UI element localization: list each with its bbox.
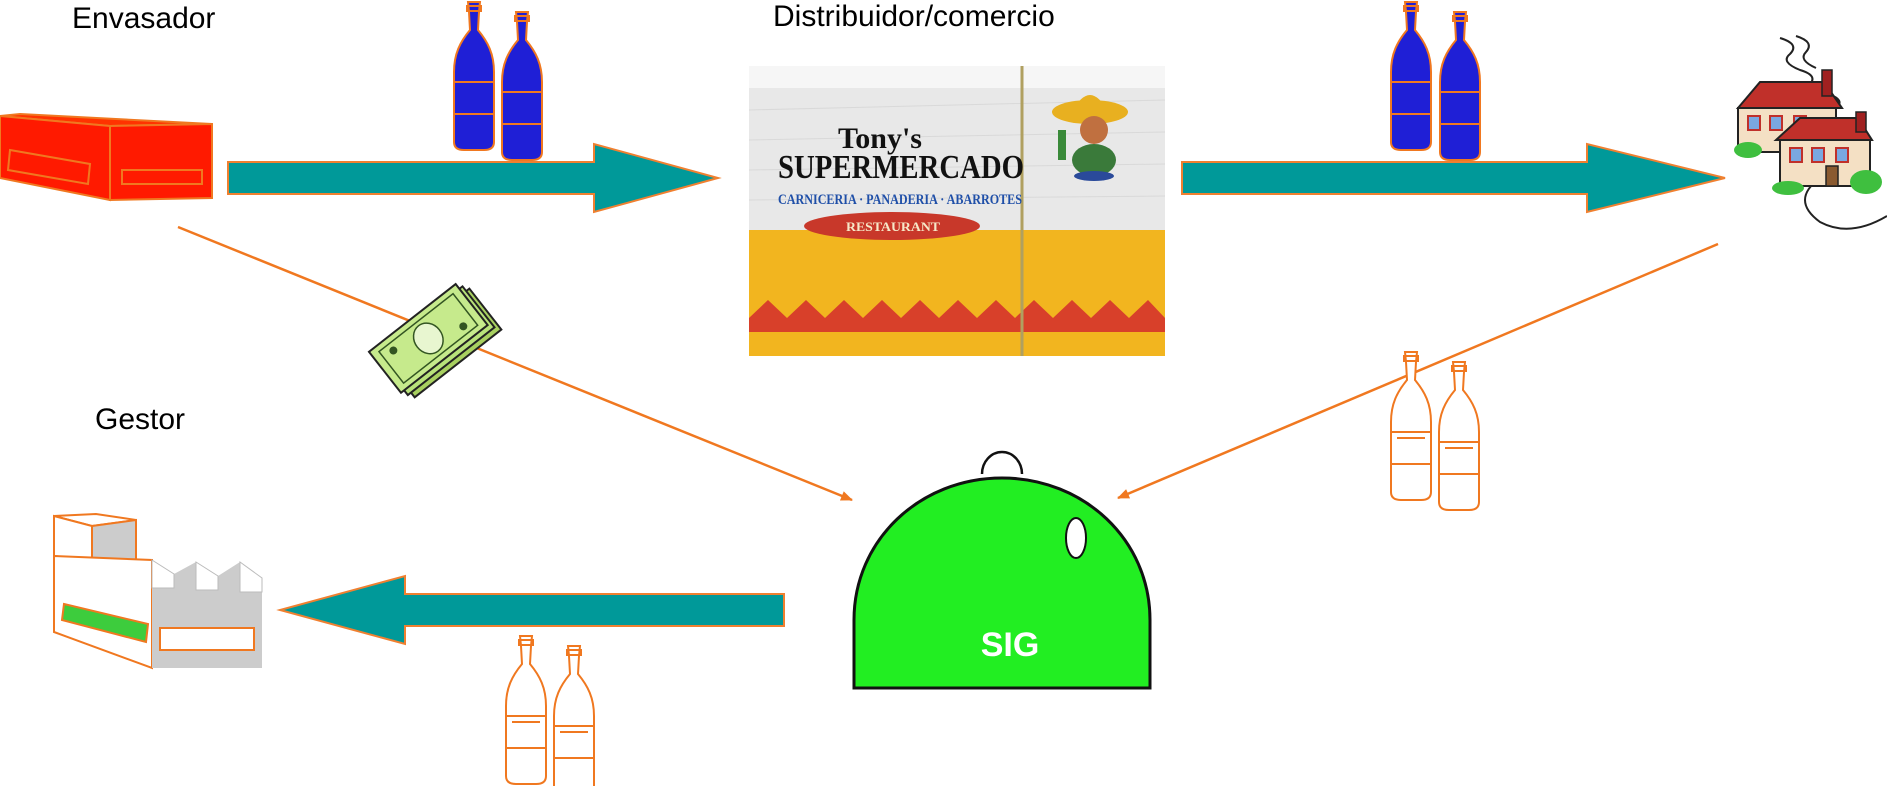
money-flow-arrow [177,225,853,502]
full-bottles-icon [453,1,543,161]
store-sign-line1: Tony's [838,122,922,155]
store-photo: Tony's SUPERMERCADO CARNICERIA · PANADER… [748,66,1166,356]
return-flow-arrow [1117,242,1719,500]
envasador-label: Envasador [72,2,216,35]
sig-label: SIG [981,626,1040,664]
full-bottles-icon [1390,1,1481,161]
store-sign-line4: RESTAURANT [846,219,940,234]
container-icon: SIG [852,450,1152,690]
box-icon [0,112,213,202]
store-sign-line2: SUPERMERCADO [778,149,1024,186]
store-sign-line3: CARNICERIA · PANADERIA · ABARROTES [778,192,1022,208]
houses-icon [1734,35,1887,230]
flow-arrow-envasador-to-store [227,142,722,214]
empty-bottles-icon [505,635,595,786]
distribuidor-label: Distribuidor/comercio [773,0,1055,33]
gestor-label: Gestor [95,403,186,436]
money-icon [367,282,503,399]
flow-arrow-store-to-homes [1181,142,1726,214]
flow-arrow-sig-to-gestor [276,574,785,646]
factory-icon [53,512,263,670]
